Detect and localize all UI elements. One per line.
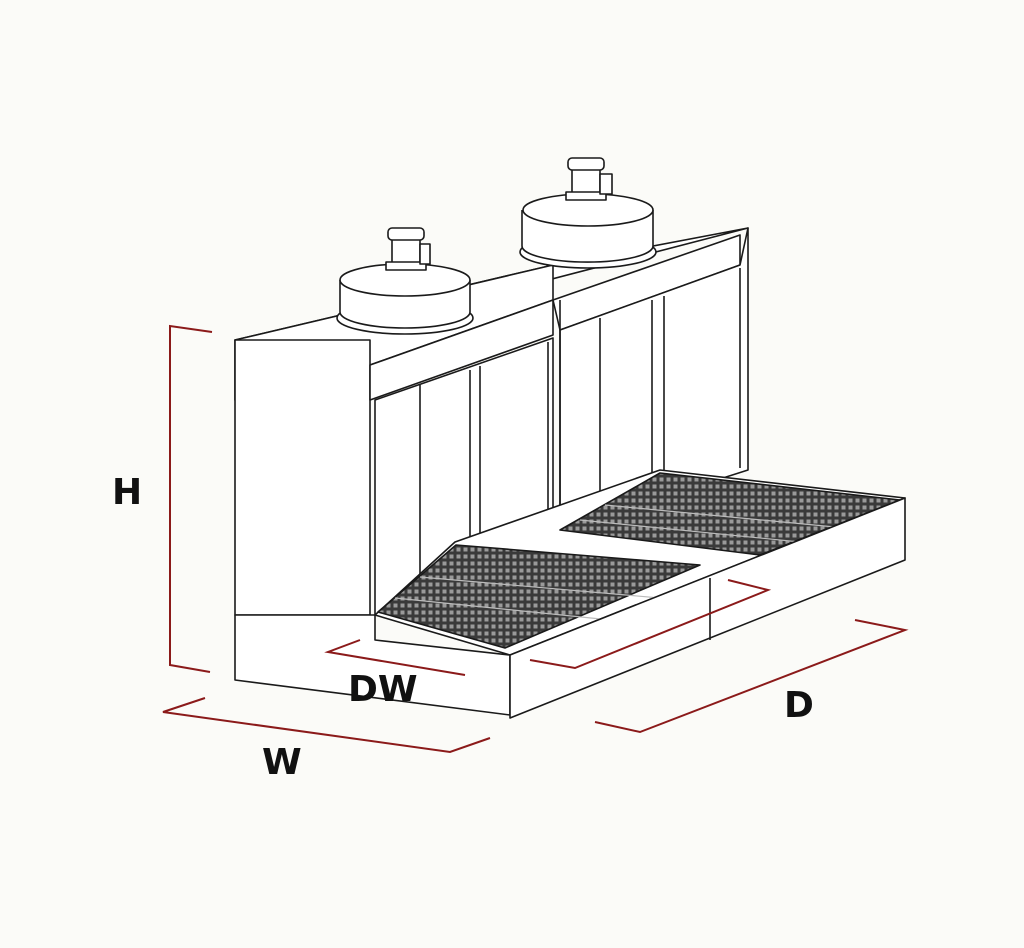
door-width-dimension-right <box>529 579 772 670</box>
depth-label: D <box>784 685 814 726</box>
floor-tray <box>374 469 906 719</box>
width-label: W <box>262 742 302 783</box>
height-label: H <box>112 472 143 513</box>
right-exhaust-fan <box>519 157 657 269</box>
depth-dimension <box>594 619 909 734</box>
door-width-dimension <box>324 639 466 676</box>
right-cabinet <box>552 227 749 531</box>
left-exhaust-fan <box>336 227 474 335</box>
height-dimension <box>169 324 213 673</box>
door-width-label: DW <box>348 669 418 710</box>
width-dimension <box>162 697 491 754</box>
dimension-lines <box>162 324 909 754</box>
